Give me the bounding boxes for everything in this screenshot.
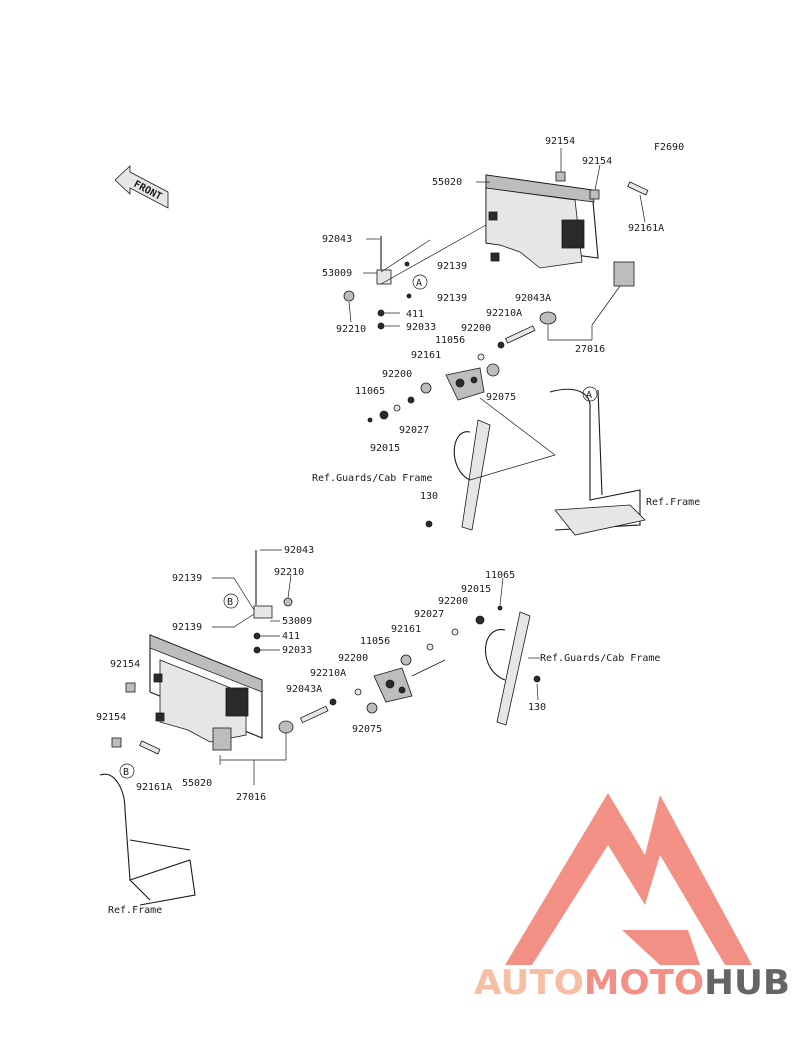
- ref-frame-top: Ref.Frame: [646, 497, 700, 508]
- label-bottom-130: 130: [528, 702, 546, 713]
- label-top-92210a: 92210A: [486, 308, 522, 319]
- ref-frame-bottom: Ref.Frame: [108, 905, 162, 916]
- lamp-housing-bottom: [149, 634, 263, 743]
- top-assembly: A A: [312, 136, 700, 536]
- lamp-housing-top: [485, 174, 599, 269]
- front-arrow-icon: FRONT: [114, 165, 169, 209]
- label-bottom-92154-b: 92154: [96, 712, 126, 723]
- label-bottom-92210a: 92210A: [310, 668, 346, 679]
- bolt-92154-icon: [111, 737, 122, 748]
- frame-top: [549, 388, 646, 536]
- bolt-92154-icon: [125, 682, 136, 693]
- label-bottom-92210: 92210: [274, 567, 304, 578]
- label-bottom-27016: 27016: [236, 792, 266, 803]
- label-bottom-92075: 92075: [352, 724, 382, 735]
- ref-guards-bottom: Ref.Guards/Cab Frame: [540, 653, 660, 664]
- label-top-92200-b: 92200: [382, 369, 412, 380]
- label-top-92210: 92210: [336, 324, 366, 335]
- watermark-moto: MOTO: [584, 963, 704, 1003]
- label-bottom-92043a: 92043A: [286, 684, 322, 695]
- label-bottom-11065: 11065: [485, 570, 515, 581]
- svg-text:B: B: [123, 767, 129, 778]
- label-bottom-411: 411: [282, 631, 300, 642]
- frame-bottom: [99, 773, 196, 906]
- label-bottom-53009: 53009: [282, 616, 312, 627]
- label-bottom-92161a: 92161A: [136, 782, 172, 793]
- label-bottom-92043: 92043: [284, 545, 314, 556]
- svg-text:B: B: [227, 597, 233, 608]
- label-top-92154-b: 92154: [582, 156, 612, 167]
- label-top-92200-a: 92200: [461, 323, 491, 334]
- watermark-hub: HUB: [704, 963, 790, 1003]
- lamp-27016-icon: [212, 727, 232, 751]
- label-bottom-92015: 92015: [461, 584, 491, 595]
- label-bottom-92200-b: 92200: [338, 653, 368, 664]
- label-bottom-92161: 92161: [391, 624, 421, 635]
- bracket-53009-icon: [253, 550, 293, 654]
- watermark-auto: AUTO: [474, 963, 584, 1003]
- pin-92161a-icon: [627, 181, 649, 196]
- svg-text:A: A: [416, 278, 422, 289]
- label-top-92154-a: 92154: [545, 136, 575, 147]
- label-top-27016: 27016: [575, 344, 605, 355]
- label-top-92027: 92027: [399, 425, 429, 436]
- label-bottom-11056: 11056: [360, 636, 390, 647]
- bottom-leaders: [212, 549, 540, 785]
- top-leaders: [348, 148, 646, 481]
- ref-guards-top: Ref.Guards/Cab Frame: [312, 473, 432, 484]
- label-bottom-92027: 92027: [414, 609, 444, 620]
- label-bottom-55020: 55020: [182, 778, 212, 789]
- label-bottom-92033: 92033: [282, 645, 312, 656]
- guard-bar-top: [425, 419, 491, 531]
- label-top-130: 130: [420, 491, 438, 502]
- label-top-92139-a: 92139: [437, 261, 467, 272]
- label-top-92075: 92075: [486, 392, 516, 403]
- hinge-11056-icon: [299, 605, 503, 724]
- callout-b-bottom: B B: [119, 593, 239, 779]
- guard-bar-bottom: [484, 611, 541, 726]
- label-top-53009: 53009: [322, 268, 352, 279]
- label-top-92161a: 92161A: [628, 223, 664, 234]
- bolt-92154-icon: [555, 171, 600, 200]
- bottom-assembly: B B: [96, 545, 660, 916]
- label-bottom-92200-a: 92200: [438, 596, 468, 607]
- label-top-92043: 92043: [322, 234, 352, 245]
- label-top-92033: 92033: [406, 322, 436, 333]
- figure-code: F2690: [654, 142, 684, 153]
- hinge-11056-icon: [367, 325, 536, 423]
- label-top-92043a: 92043A: [515, 293, 551, 304]
- svg-text:A: A: [586, 390, 592, 401]
- label-top-11065: 11065: [355, 386, 385, 397]
- label-top-55020: 55020: [432, 177, 462, 188]
- label-top-92139-b: 92139: [437, 293, 467, 304]
- label-top-92161: 92161: [411, 350, 441, 361]
- label-bottom-92154-a: 92154: [110, 659, 140, 670]
- lamp-27016-icon: [539, 261, 635, 325]
- bracket-53009-icon: [343, 236, 412, 330]
- callout-a-top: A A: [412, 274, 598, 402]
- label-bottom-92139-b: 92139: [172, 622, 202, 633]
- watermark-mountain-icon: [505, 793, 752, 965]
- label-top-92015: 92015: [370, 443, 400, 454]
- label-top-411: 411: [406, 309, 424, 320]
- pin-92161a-icon: [139, 740, 161, 755]
- label-bottom-92139-a: 92139: [172, 573, 202, 584]
- label-top-11056: 11056: [435, 335, 465, 346]
